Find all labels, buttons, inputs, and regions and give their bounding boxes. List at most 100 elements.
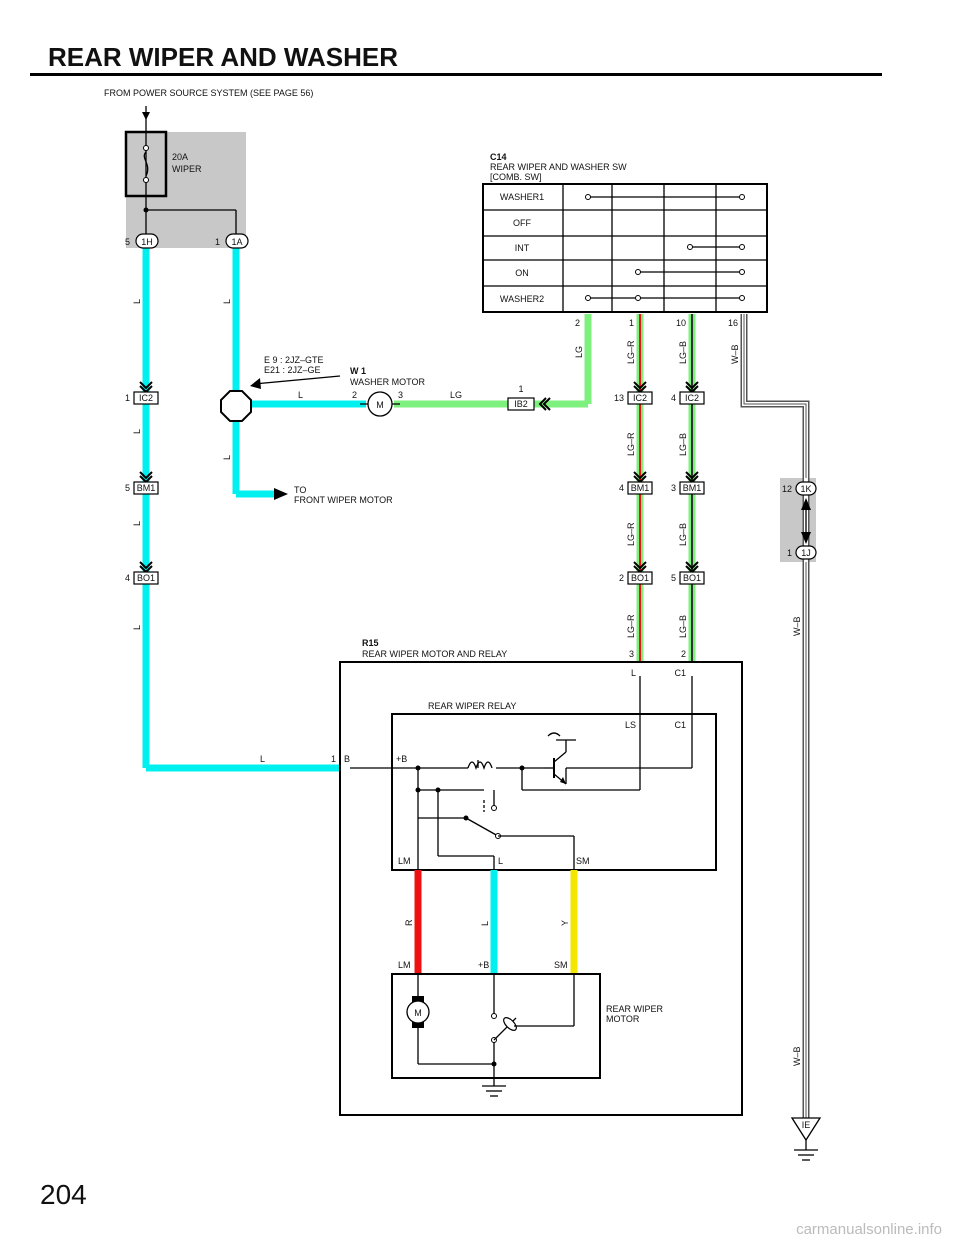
washer-motor-name: WASHER MOTOR xyxy=(350,377,426,387)
svg-text:4: 4 xyxy=(125,573,130,583)
ground-ie: IE xyxy=(790,1117,822,1161)
wire-label-lg-b: LG–B xyxy=(678,433,688,456)
motor-name-2: MOTOR xyxy=(606,1014,640,1024)
wire-label-l: L xyxy=(222,455,232,460)
wire-l-right xyxy=(232,248,366,498)
connector-bm1-right: BM1 3 xyxy=(671,471,705,495)
relay-terminal: SM xyxy=(576,856,590,866)
junction-connector xyxy=(220,390,252,422)
switch-pin: 1 xyxy=(629,318,634,328)
rear-unit-pin: 2 xyxy=(681,649,686,659)
rear-unit-pin: 3 xyxy=(629,649,634,659)
switch-position: OFF xyxy=(513,218,531,228)
wire-label-r: R xyxy=(404,919,414,926)
fuse-rating: 20A xyxy=(172,152,188,162)
wire-label-lg-b: LG–B xyxy=(678,341,688,364)
switch-table: WASHER1 OFF INT ON WASHER2 xyxy=(482,183,768,313)
wire-label-lg-r: LG–R xyxy=(626,432,636,456)
rear-unit-terminal: C1 xyxy=(674,668,686,678)
switch-pin: 10 xyxy=(676,318,686,328)
switch-position: INT xyxy=(515,243,530,253)
washer-motor-code: W 1 xyxy=(350,366,366,376)
relay-internals xyxy=(350,676,693,870)
rear-unit-name: REAR WIPER MOTOR AND RELAY xyxy=(362,649,507,659)
wire-label-l: L xyxy=(132,299,142,304)
relay-terminal: C1 xyxy=(674,720,686,730)
motor-terminal: +B xyxy=(478,960,489,970)
wire-label-lg: LG xyxy=(450,390,462,400)
svg-text:13: 13 xyxy=(614,393,624,403)
connector-ic2-right: IC2 4 xyxy=(671,381,705,405)
connector-1h: 1H 5 xyxy=(125,233,159,249)
svg-text:1K: 1K xyxy=(800,484,811,494)
svg-text:BO1: BO1 xyxy=(137,573,155,583)
wire-label-lg-b: LG–B xyxy=(678,615,688,638)
rear-unit-code: R15 xyxy=(362,638,379,648)
wire-label-lg-r: LG–R xyxy=(626,614,636,638)
svg-text:1: 1 xyxy=(125,393,130,403)
svg-text:M: M xyxy=(414,1008,422,1018)
switch-name: REAR WIPER AND WASHER SW xyxy=(490,162,627,172)
svg-text:5: 5 xyxy=(671,573,676,583)
relay-name: REAR WIPER RELAY xyxy=(428,701,516,711)
svg-text:BO1: BO1 xyxy=(631,573,649,583)
title-rule xyxy=(30,73,882,76)
svg-text:2: 2 xyxy=(619,573,624,583)
wire-label-w-b: W–B xyxy=(792,616,802,636)
fuse-name: WIPER xyxy=(172,164,202,174)
svg-text:IE: IE xyxy=(802,1120,811,1130)
svg-text:1: 1 xyxy=(215,237,220,247)
wire-label-lg: LG xyxy=(574,346,584,358)
connector-ib2: IB2 1 xyxy=(507,384,551,411)
engine-note-1: E 9 : 2JZ–GTE xyxy=(264,355,324,365)
svg-text:5: 5 xyxy=(125,237,130,247)
svg-text:BM1: BM1 xyxy=(137,483,156,493)
front-wiper-to: TO xyxy=(294,485,306,495)
relay-terminal: LS xyxy=(625,720,636,730)
switch-position: WASHER1 xyxy=(500,192,544,202)
connector-bo1-mid: BO1 2 xyxy=(619,561,653,585)
wire-label-l: L xyxy=(132,429,142,434)
connector-1j: 1J 1 xyxy=(787,545,817,560)
svg-text:1: 1 xyxy=(787,548,792,558)
svg-text:IC2: IC2 xyxy=(139,393,153,403)
svg-text:M: M xyxy=(376,400,384,410)
svg-text:IC2: IC2 xyxy=(685,393,699,403)
svg-text:1: 1 xyxy=(518,384,523,394)
wire-w-b xyxy=(740,314,810,1118)
wire-label-l: L xyxy=(132,625,142,630)
wire-lg xyxy=(394,314,592,408)
connector-ic2-mid: IC2 13 xyxy=(614,381,653,405)
wire-label-w-b: W–B xyxy=(730,344,740,364)
wire-label-lg-b: LG–B xyxy=(678,523,688,546)
rear-unit-pin: 1 xyxy=(331,754,336,764)
relay-terminal: LM xyxy=(398,856,411,866)
svg-text:BM1: BM1 xyxy=(683,483,702,493)
rear-unit-terminal: B xyxy=(344,754,350,764)
rear-unit-terminal: L xyxy=(631,668,636,678)
wire-label-l: L xyxy=(222,299,232,304)
svg-text:BO1: BO1 xyxy=(683,573,701,583)
motor-name-1: REAR WIPER xyxy=(606,1004,664,1014)
switch-pin: 2 xyxy=(575,318,580,328)
svg-text:4: 4 xyxy=(619,483,624,493)
svg-text:4: 4 xyxy=(671,393,676,403)
switch-position: WASHER2 xyxy=(500,294,544,304)
page-title: REAR WIPER AND WASHER xyxy=(48,42,398,72)
switch-position: ON xyxy=(515,268,529,278)
connector-bm1-left: BM1 5 xyxy=(125,471,159,495)
wire-label-y: Y xyxy=(560,920,570,926)
motor-terminal: LM xyxy=(398,960,411,970)
svg-text:5: 5 xyxy=(125,483,130,493)
svg-text:IC2: IC2 xyxy=(633,393,647,403)
relay-terminal: L xyxy=(498,856,503,866)
svg-text:12: 12 xyxy=(782,484,792,494)
wire-label-l: L xyxy=(480,921,490,926)
wire-label-lg-r: LG–R xyxy=(626,522,636,546)
rear-unit-box xyxy=(339,661,743,1116)
wire-label-lg-r: LG–R xyxy=(626,340,636,364)
svg-text:3: 3 xyxy=(671,483,676,493)
connector-bo1-right: BO1 5 xyxy=(671,561,705,585)
wire-label-l: L xyxy=(260,754,265,764)
